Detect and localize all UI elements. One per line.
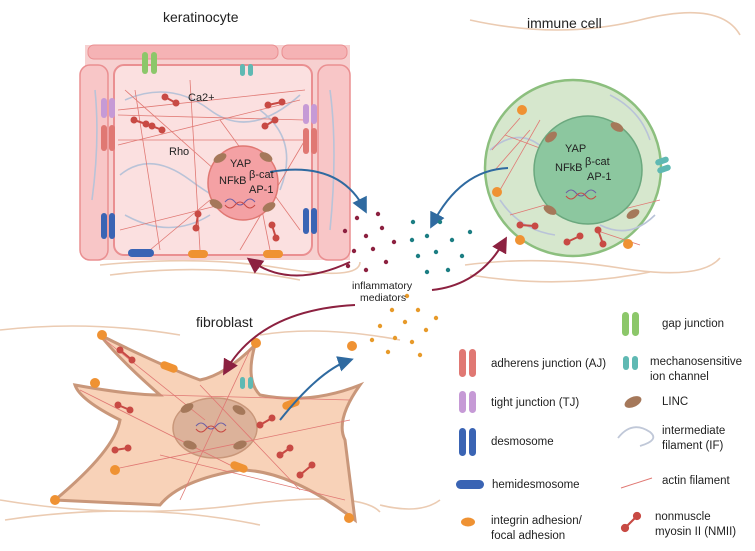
legend-tight-label: tight junction (TJ)	[491, 397, 580, 409]
hemidesmosome-keratinocyte	[128, 249, 154, 257]
adherens-junctions-keratinocyte	[101, 125, 317, 154]
gap-junction-keratinocyte	[142, 52, 157, 74]
arrow-immune-to-mediators	[430, 167, 509, 229]
mediator-dots-red	[342, 211, 397, 273]
ap1-label-immune: AP-1	[587, 171, 611, 183]
legend-adherens-icon	[459, 349, 476, 377]
legend-mechanosensitive-label-1: mechanosensitive	[650, 356, 743, 368]
immune-title: immune cell	[527, 15, 602, 31]
nfkb-label-immune: NFkB	[555, 162, 583, 174]
legend-hemidesmosome-label: hemidesmosome	[492, 479, 580, 491]
arrow-keratinocyte-to-mediators	[269, 168, 367, 214]
legend-integrin-label-2: focal adhesion	[491, 530, 566, 542]
fibroblast-title: fibroblast	[196, 314, 253, 330]
keratinocyte-title: keratinocyte	[163, 9, 239, 25]
legend-integrin-label-1: integrin adhesion/	[491, 515, 582, 527]
mediator-dots-orange	[369, 293, 439, 358]
extracellular-fibers	[0, 11, 741, 526]
yap-label-immune: YAP	[565, 143, 586, 155]
legend-icons	[456, 312, 655, 533]
mediators-label-line2: mediators	[360, 292, 406, 304]
legend-desmosome-label: desmosome	[491, 436, 554, 448]
legend-linc-icon	[624, 396, 642, 408]
legend-tight-icon	[459, 391, 476, 413]
bcat-label-keratinocyte: β-cat	[249, 169, 274, 181]
legend-integrin-icon	[461, 517, 475, 527]
legend-gap-junction-label: gap junction	[662, 318, 725, 330]
arrow-mediators-to-keratinocyte	[246, 257, 351, 277]
focal-adhesions-keratinocyte	[188, 250, 283, 258]
legend-hemidesmosome-icon	[456, 480, 484, 489]
tight-junctions-keratinocyte	[101, 98, 317, 124]
legend-mechanosensitive-label-2: ion channel	[650, 371, 709, 383]
linc-keratinocyte	[209, 152, 276, 212]
mediator-dots-teal	[409, 219, 473, 275]
legend-desmosome-icon	[459, 428, 476, 456]
legend-mechanosensitive-icon	[623, 356, 638, 370]
yap-label-keratinocyte: YAP	[230, 158, 251, 170]
legend-nmii-label-2: myosin II (NMII)	[655, 526, 737, 538]
arrow-fibroblast-to-mediators	[279, 356, 354, 421]
legend-intermediate-label-1: intermediate	[662, 425, 726, 437]
fibroblast-cell	[50, 330, 365, 524]
ca-label: Ca2+	[188, 92, 215, 104]
signaling-arrows	[223, 167, 509, 421]
legend-intermediate-filament-icon	[617, 426, 655, 447]
legend-nmii-label-1: nonmuscle	[655, 511, 711, 523]
nfkb-label-keratinocyte: NFkB	[219, 175, 247, 187]
legend-gap-junction-icon	[622, 312, 639, 336]
keratinocyte-tissue	[79, 44, 351, 261]
legend-linc-label: LINC	[662, 396, 689, 408]
legend-actin-label: actin filament	[662, 475, 730, 487]
nmii-keratinocyte	[130, 93, 286, 242]
arrow-mediators-to-immune	[431, 236, 507, 291]
arrow-mediators-to-fibroblast	[223, 304, 356, 376]
immune-cell	[483, 78, 671, 258]
mediators-label-line1: inflammatory	[352, 280, 413, 292]
desmosomes-keratinocyte	[101, 208, 317, 239]
rho-label: Rho	[169, 146, 189, 158]
legend-nmii-icon	[620, 511, 642, 533]
legend-intermediate-label-2: filament (IF)	[662, 440, 724, 452]
keratinocyte-intermediate-filaments	[91, 89, 335, 231]
mechanosensitive-channel-keratinocyte	[240, 64, 253, 76]
bcat-label-immune: β-cat	[585, 156, 610, 168]
legend-adherens-label: adherens junction (AJ)	[491, 358, 607, 370]
keratinocyte-nucleus	[207, 145, 279, 221]
legend-actin-icon	[620, 477, 653, 489]
ap1-label-keratinocyte: AP-1	[249, 184, 273, 196]
